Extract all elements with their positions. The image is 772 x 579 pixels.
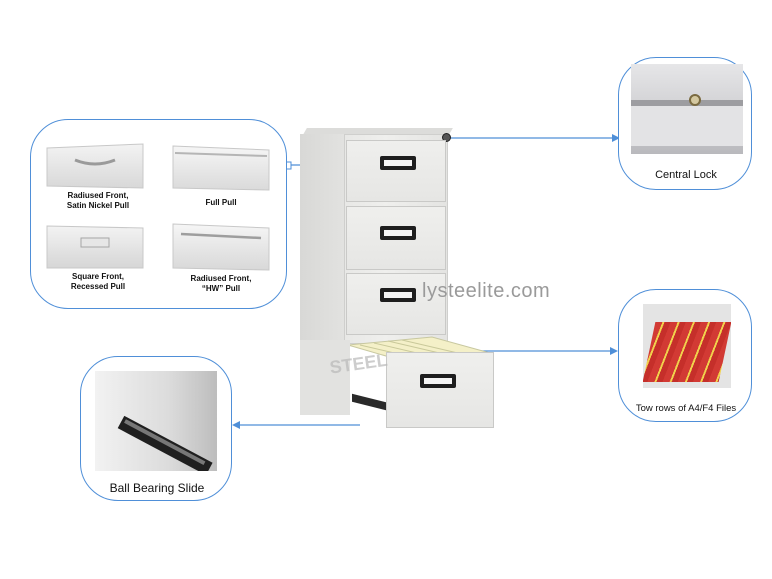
arrow-head-files (610, 347, 618, 355)
ball-bearing-photo (95, 371, 217, 471)
drawer-2-handle[interactable] (380, 226, 416, 240)
drawer-4-open[interactable] (386, 352, 494, 428)
file-rows-panel: Tow rows of A4/F4 Files (618, 289, 752, 422)
drawer-1[interactable] (346, 140, 446, 202)
ball-bearing-panel: Ball Bearing Slide (80, 356, 232, 501)
arrow-head-slide (232, 421, 240, 429)
drawer-4-handle[interactable] (420, 374, 456, 388)
arrow-head-lock (612, 134, 620, 142)
option-label-full-pull: Full Pull (205, 198, 237, 207)
option-label-hw-pull: Radiused Front, “HW” Pull (190, 274, 252, 293)
drawer-3-handle[interactable] (380, 288, 416, 302)
drawer-2[interactable] (346, 206, 446, 270)
drawer-3[interactable] (346, 273, 446, 335)
drawer-1-handle[interactable] (380, 156, 416, 170)
hw-pull-drawer-icon (172, 223, 270, 271)
central-lock-panel: Central Lock (618, 57, 752, 190)
option-label-recessed-pull: Square Front, Recessed Pull (70, 272, 126, 291)
cabinet-lock-icon (442, 133, 451, 142)
central-lock-label: Central Lock (655, 169, 717, 181)
recessed-pull-drawer-icon (46, 225, 144, 269)
file-rows-label: Tow rows of A4/F4 Files (635, 403, 737, 414)
central-lock-photo (631, 64, 743, 154)
cabinet-lower (300, 340, 350, 415)
lock-cylinder-icon (689, 94, 701, 106)
watermark-text: lysteelite.com (422, 280, 551, 302)
file-rows-photo (643, 304, 731, 388)
pull-options-panel: Radiused Front, Satin Nickel Pull Full P… (30, 119, 287, 309)
ball-bearing-label: Ball Bearing Slide (109, 481, 205, 495)
full-pull-drawer-icon (172, 145, 270, 191)
option-label-satin-nickel: Radiused Front, Satin Nickel Pull (66, 191, 130, 210)
satin-nickel-pull-drawer-icon (46, 143, 144, 189)
